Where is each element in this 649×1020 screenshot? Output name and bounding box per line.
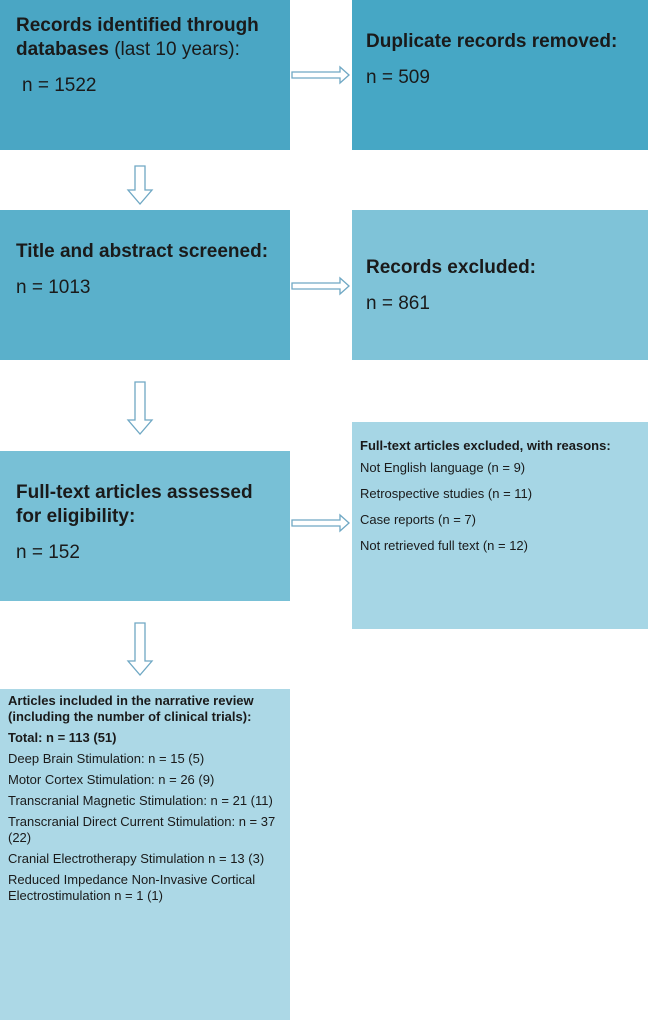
- arrow-down-2: [126, 381, 154, 435]
- records-excluded-title: Records excluded:: [366, 257, 536, 278]
- duplicates-removed-count: n = 509: [366, 67, 430, 88]
- screened-title: Title and abstract screened:: [16, 241, 269, 262]
- exclusion-reason: Case reports (n = 7): [360, 512, 476, 527]
- arrow-right-excluded: [291, 276, 350, 296]
- included-item: Transcranial Direct Current Stimulation:…: [8, 814, 276, 845]
- records-excluded-box: Records excluded: n = 861: [352, 210, 648, 360]
- records-excluded-count: n = 861: [366, 293, 430, 314]
- exclusion-reason: Not English language (n = 9): [360, 460, 526, 475]
- records-identified-title: Records identified through databases (la…: [16, 15, 259, 60]
- fulltext-excluded-title: Full-text articles excluded, with reason…: [360, 438, 611, 453]
- screened-count: n = 1013: [16, 277, 91, 298]
- screened-box: Title and abstract screened: n = 1013: [0, 210, 290, 360]
- included-item: Transcranial Magnetic Stimulation: n = 2…: [8, 793, 273, 808]
- exclusion-reason: Retrospective studies (n = 11): [360, 486, 533, 501]
- fulltext-excluded-box: Full-text articles excluded, with reason…: [352, 422, 648, 629]
- arrow-right-duplicates: [291, 65, 350, 85]
- duplicates-removed-box: Duplicate records removed: n = 509: [352, 0, 648, 150]
- included-item: Cranial Electrotherapy Stimulation n = 1…: [8, 851, 265, 866]
- included-item: Motor Cortex Stimulation: n = 26 (9): [8, 772, 215, 787]
- included-item: Reduced Impedance Non-Invasive Cortical …: [8, 872, 256, 903]
- arrow-down-3: [126, 622, 154, 676]
- included-total: Total: n = 113 (51): [8, 730, 117, 745]
- fulltext-assessed-box: Full-text articles assessed for eligibil…: [0, 451, 290, 601]
- fulltext-assessed-count: n = 152: [16, 542, 80, 563]
- included-articles-box: Articles included in the narrative revie…: [0, 689, 290, 1020]
- included-item: Deep Brain Stimulation: n = 15 (5): [8, 751, 205, 766]
- arrow-right-fulltext-excluded: [291, 513, 350, 533]
- duplicates-removed-title: Duplicate records removed:: [366, 31, 618, 52]
- records-identified-box: Records identified through databases (la…: [0, 0, 290, 150]
- exclusion-reason: Not retrieved full text (n = 12): [360, 538, 528, 553]
- fulltext-assessed-title: Full-text articles assessed for eligibil…: [16, 482, 253, 527]
- records-identified-count: n = 1522: [22, 75, 97, 96]
- included-articles-title: Articles included in the narrative revie…: [8, 693, 254, 724]
- arrow-down-1: [126, 165, 154, 205]
